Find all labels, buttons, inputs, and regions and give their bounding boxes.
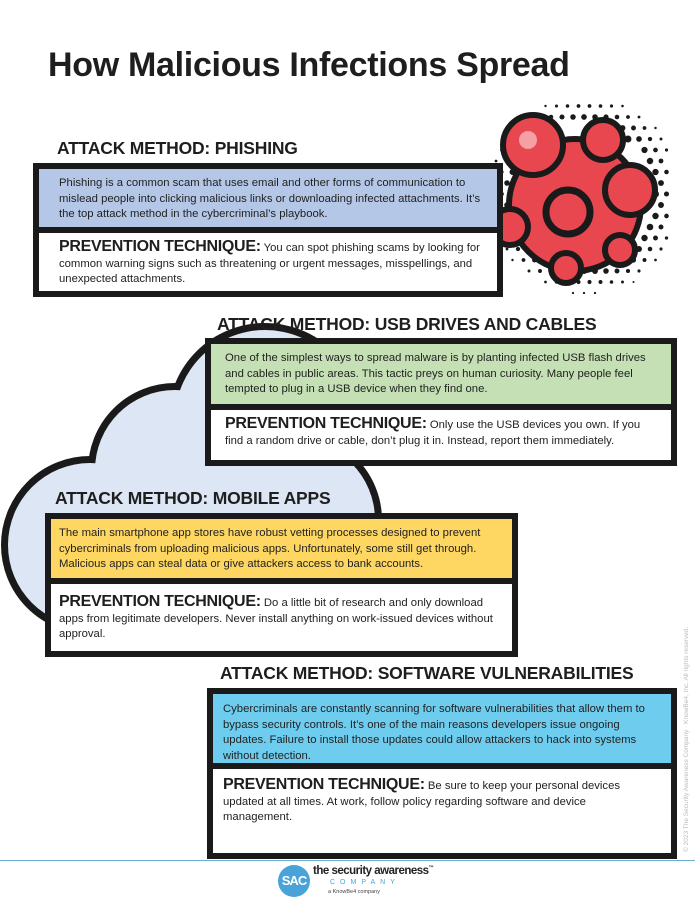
halftone-dot <box>559 114 565 120</box>
halftone-dot <box>664 236 669 240</box>
prevention-label: PREVENTION TECHNIQUE: <box>223 776 425 793</box>
halftone-dot <box>505 247 509 251</box>
halftone-dot <box>511 258 514 262</box>
halftone-dot <box>637 115 641 119</box>
halftone-dot <box>603 268 609 274</box>
section-heading-mobile-apps: ATTACK METHOD: MOBILE APPS <box>55 488 331 508</box>
halftone-dot <box>544 104 547 108</box>
logo-company: COMPANY <box>330 879 400 886</box>
halftone-dot <box>593 291 597 295</box>
attack-description: Phishing is a common scam that uses emai… <box>39 169 497 227</box>
halftone-dot <box>598 104 603 108</box>
halftone-dot <box>637 269 641 273</box>
halftone-dot <box>654 258 657 262</box>
prevention-panel: PREVENTION TECHNIQUE: Only use the USB d… <box>211 410 671 460</box>
halftone-dot <box>632 280 635 284</box>
halftone-dot <box>646 157 654 165</box>
halftone-dot <box>554 104 559 108</box>
halftone-dot <box>515 246 521 252</box>
halftone-dot <box>659 247 663 251</box>
logo-tagline: a KnowBe4 company <box>328 889 380 895</box>
phishing-card: Phishing is a common scam that uses emai… <box>33 163 503 297</box>
section-heading-software: ATTACK METHOD: SOFTWARE VULNERABILITIES <box>220 663 634 683</box>
halftone-dot <box>570 114 576 120</box>
prevention-panel: PREVENTION TECHNIQUE: You can spot phish… <box>39 233 497 291</box>
halftone-dot <box>664 169 669 175</box>
halftone-dot <box>664 213 669 219</box>
logo-tm: ™ <box>428 865 434 872</box>
prevention-label: PREVENTION TECHNIQUE: <box>225 415 427 432</box>
halftone-dot <box>587 104 592 108</box>
halftone-dot <box>624 135 632 143</box>
page-title: How Malicious Infections Spread <box>48 46 570 84</box>
halftone-dot <box>641 234 648 242</box>
halftone-dot <box>527 269 531 273</box>
halftone-dot <box>581 114 587 120</box>
halftone-dot <box>646 223 654 231</box>
halftone-dot <box>653 147 658 153</box>
halftone-dot <box>609 280 614 284</box>
halftone-dot <box>521 258 526 262</box>
halftone-dot <box>663 191 670 197</box>
halftone-dot <box>652 212 659 220</box>
section-heading-phishing: ATTACK METHOD: PHISHING <box>57 138 298 158</box>
logo-name: the security awareness <box>313 865 429 877</box>
attack-description: One of the simplest ways to spread malwa… <box>211 344 671 404</box>
halftone-dot <box>642 258 647 262</box>
halftone-dot <box>614 114 620 120</box>
prevention-text: Be sure to keep your personal devices up… <box>223 780 621 823</box>
halftone-dot <box>647 136 653 142</box>
halftone-dot <box>631 125 636 131</box>
company-logo: SAC the security awareness™ COMPANY a Kn… <box>278 864 434 900</box>
prevention-label: PREVENTION TECHNIQUE: <box>59 238 261 255</box>
halftone-dot <box>609 104 614 108</box>
halftone-dot <box>647 246 653 252</box>
halftone-dot <box>587 279 592 285</box>
sac-logo-mark: SAC <box>278 865 310 897</box>
halftone-dot <box>565 104 570 108</box>
usb-card: One of the simplest ways to spread malwa… <box>205 338 677 466</box>
halftone-dot <box>621 280 624 284</box>
halftone-dot <box>571 291 575 295</box>
attack-description: Cybercriminals are constantly scanning f… <box>213 694 671 763</box>
software-card: Cybercriminals are constantly scanning f… <box>207 688 677 859</box>
halftone-dot <box>654 126 657 130</box>
halftone-dot <box>494 159 498 163</box>
prevention-panel: PREVENTION TECHNIQUE: Do a little bit of… <box>51 584 512 651</box>
halftone-dot <box>582 291 586 295</box>
halftone-dot <box>652 168 659 176</box>
halftone-dot <box>544 280 547 284</box>
halftone-dot <box>625 268 631 274</box>
halftone-dot <box>659 137 663 141</box>
attack-description: The main smartphone app stores have robu… <box>51 519 512 578</box>
footer-divider <box>0 860 695 861</box>
copyright-notice: © 2023 The Security Awareness Company · … <box>683 626 690 852</box>
halftone-dot <box>636 136 642 142</box>
halftone-dot <box>642 126 647 130</box>
halftone-dot <box>641 146 648 154</box>
prevention-panel: PREVENTION TECHNIQUE: Be sure to keep yo… <box>213 769 671 853</box>
halftone-dot <box>614 268 620 274</box>
section-heading-usb: ATTACK METHOD: USB DRIVES AND CABLES <box>217 314 597 334</box>
halftone-dot <box>626 115 630 119</box>
halftone-dot <box>658 202 664 208</box>
halftone-dot <box>658 224 664 230</box>
prevention-label: PREVENTION TECHNIQUE: <box>59 593 261 610</box>
prevention-text: Do a little bit of research and only dow… <box>59 597 493 640</box>
prevention-text: Only use the USB devices you own. If you… <box>225 419 641 447</box>
halftone-dot <box>598 280 603 284</box>
mobile-apps-card: The main smartphone app stores have robu… <box>45 513 518 657</box>
halftone-dot <box>621 104 624 108</box>
halftone-dot <box>658 158 664 164</box>
halftone-dot <box>658 180 664 186</box>
halftone-dot <box>504 180 510 186</box>
halftone-dot <box>664 148 669 152</box>
prevention-text: You can spot phishing scams by looking f… <box>59 242 480 285</box>
halftone-dot <box>538 269 542 273</box>
halftone-dot <box>576 104 581 108</box>
halftone-dot <box>653 235 658 241</box>
